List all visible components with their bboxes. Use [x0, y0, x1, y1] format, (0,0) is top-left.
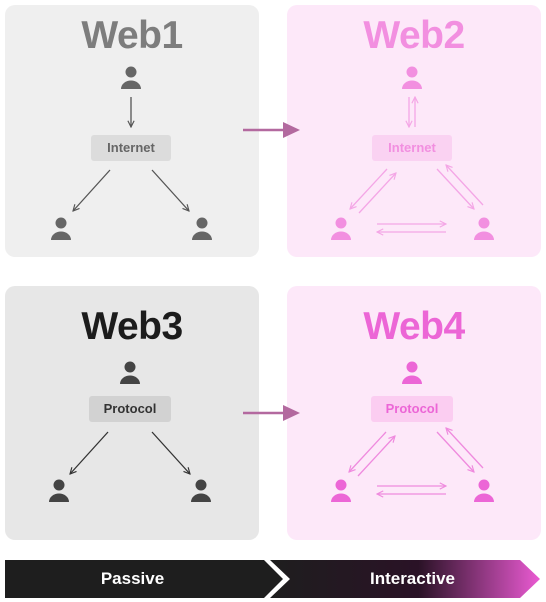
web3-title: Web3 — [81, 305, 183, 348]
web2-arrow-right-out — [436, 168, 474, 209]
web1-panel — [5, 5, 259, 257]
web4-protocol-node: Protocol — [371, 396, 453, 422]
web1-to-web2-arrow — [243, 122, 300, 138]
web1-title: Web1 — [81, 14, 183, 57]
web2-arrow-left-in — [358, 173, 396, 214]
web2-panel — [287, 5, 541, 257]
web4-arrow-right-in — [446, 428, 484, 469]
web4-arrow-left-in — [357, 436, 395, 477]
web1-left-user-icon — [51, 217, 71, 240]
web1-arrow-left — [73, 169, 111, 211]
web4-top-user-icon — [402, 361, 422, 384]
web3-right-user-icon — [191, 479, 211, 502]
interactive-segment — [270, 560, 540, 598]
web2-internet-node: Internet — [372, 135, 452, 161]
web3-left-user-icon — [49, 479, 69, 502]
passive-segment — [5, 560, 283, 598]
web4-title: Web4 — [363, 305, 465, 348]
web2-arrow-left-out — [350, 168, 388, 209]
passive-label: Passive — [100, 569, 165, 588]
web4-left-user-icon — [331, 479, 351, 502]
web2-top-user-icon — [402, 66, 422, 89]
web2-arrow-right-in — [446, 165, 484, 206]
web1-right-user-icon — [192, 217, 212, 240]
web1-internet-node: Internet — [91, 135, 171, 161]
web3-arrow-left — [70, 431, 109, 474]
interactive-label: Interactive — [369, 569, 456, 588]
web4-arrow-right-out — [436, 431, 474, 472]
web1-top-user-icon — [121, 66, 141, 89]
web3-to-web4-arrow — [243, 405, 300, 421]
web2-left-user-icon — [331, 217, 351, 240]
web2-title: Web2 — [363, 14, 465, 57]
web3-protocol-node: Protocol — [89, 396, 171, 422]
web4-arrow-left-out — [349, 431, 387, 472]
web3-top-user-icon — [120, 361, 140, 384]
passive-interactive-banner — [5, 560, 541, 598]
web1-arrow-right — [151, 169, 189, 211]
web2-right-user-icon — [474, 217, 494, 240]
web4-right-user-icon — [474, 479, 494, 502]
web3-arrow-right — [151, 431, 190, 474]
